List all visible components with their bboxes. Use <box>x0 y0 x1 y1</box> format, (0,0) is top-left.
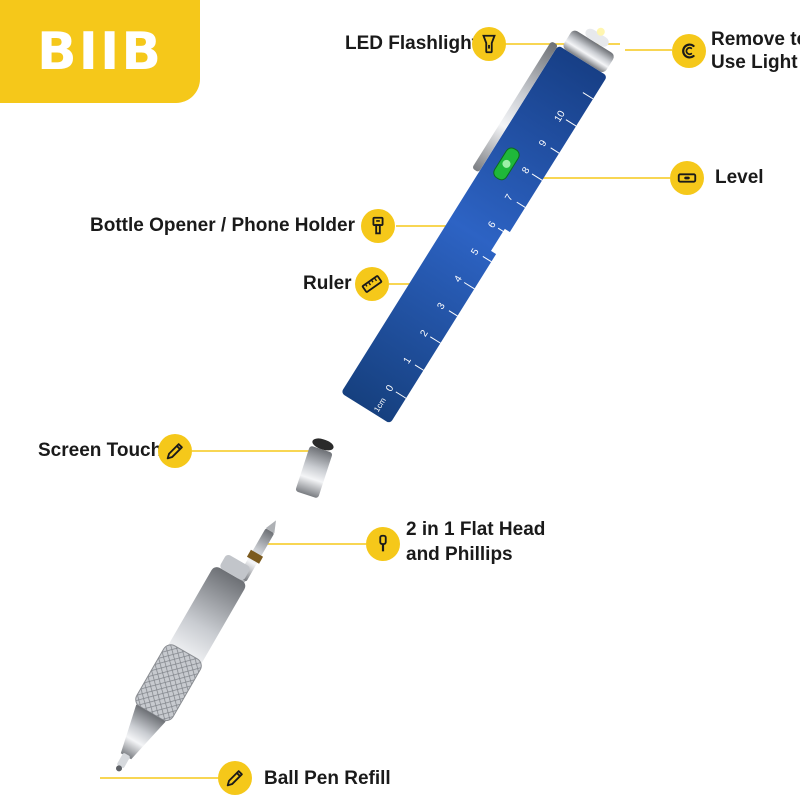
ruler-mark: 4 <box>452 274 465 285</box>
ball-pen-badge <box>218 761 252 795</box>
ruler-mark: 6 <box>486 219 499 230</box>
level-icon <box>677 173 697 183</box>
ruler-mark: 0 <box>384 383 397 394</box>
ruler-scale <box>395 92 594 399</box>
level-label: Level <box>715 167 764 188</box>
ball-pen-label: Ball Pen Refill <box>264 768 391 789</box>
ruler-mark: 1 <box>402 355 415 366</box>
bit-label: 2 in 1 Flat Head and Phillips <box>406 517 545 567</box>
ruler-icon <box>361 275 383 293</box>
bottle-opener-icon <box>372 216 384 235</box>
pen-clip <box>473 42 558 172</box>
pen-cap <box>563 30 614 72</box>
bit-label-line1: 2 in 1 Flat Head <box>406 519 546 540</box>
pencil-icon <box>166 443 183 460</box>
brand-logo: BIIB <box>0 0 200 103</box>
ruler-badge <box>355 267 389 301</box>
remove-badge <box>672 34 706 68</box>
ruler-label: Ruler <box>303 273 352 294</box>
screwdriver-icon <box>379 534 387 552</box>
bottle-opener-badge <box>361 209 395 243</box>
screen-touch-badge <box>158 434 192 468</box>
bit-badge <box>366 527 400 561</box>
pen-body <box>342 46 606 423</box>
ruler-mark: 8 <box>520 165 533 176</box>
ruler-mark: 9 <box>537 138 550 149</box>
ruler-mark: 7 <box>503 192 516 203</box>
c-ring-icon <box>682 43 695 59</box>
leader-lines <box>100 43 672 779</box>
level-badge <box>670 161 704 195</box>
bit-label-line2: and Phillips <box>406 544 513 565</box>
ruler-mark: 5 <box>469 246 482 257</box>
stylus-cap <box>295 446 333 498</box>
remove-to-use-light-label: Remove to Use Light <box>711 28 800 74</box>
ruler-mark: 3 <box>435 301 448 312</box>
remove-label-line2: Use Light <box>711 52 798 73</box>
led-badge <box>472 27 506 61</box>
ruler-mark: 2 <box>419 328 432 339</box>
pencil-icon <box>226 770 243 787</box>
screen-touch-label: Screen Touch <box>38 440 163 461</box>
bottle-opener-label: Bottle Opener / Phone Holder <box>90 215 355 236</box>
led-flashlight-label: LED Flashlight <box>345 33 478 54</box>
logo-text: BIIB <box>37 21 163 82</box>
flashlight-icon <box>482 34 496 54</box>
remove-label-line1: Remove to <box>711 29 800 50</box>
